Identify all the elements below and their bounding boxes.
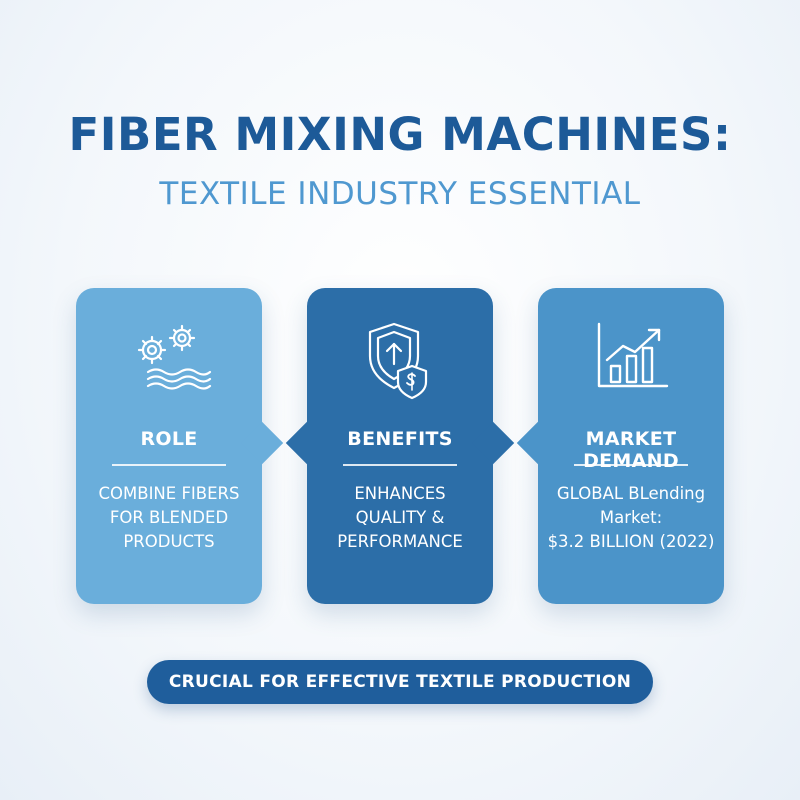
- benefits-card: BENEFITS ENHANCES QUALITY & PERFORMANCE: [285, 288, 515, 604]
- page-title: FIBER MIXING MACHINES:: [68, 108, 732, 161]
- summary-banner: CRUCIAL FOR EFFECTIVE TEXTILE PRODUCTION: [147, 660, 653, 704]
- role-card: ROLE COMBINE FIBERS FOR BLENDED PRODUCTS: [76, 288, 284, 604]
- growth-chart-icon: [591, 318, 671, 397]
- market-line: $3.2 BILLION (2022): [547, 532, 715, 551]
- market-demand-card: MARKET DEMAND GLOBAL BLending Market: $3…: [516, 288, 724, 604]
- benefits-title: BENEFITS: [347, 428, 453, 450]
- divider: [343, 464, 457, 466]
- role-line: FOR BLENDED: [109, 508, 229, 527]
- benefits-line: ENHANCES: [354, 484, 446, 503]
- benefits-description: ENHANCES QUALITY & PERFORMANCE: [315, 482, 485, 554]
- divider: [112, 464, 226, 466]
- shield-dollar-icon: [360, 318, 440, 405]
- benefits-line: QUALITY &: [355, 508, 445, 527]
- role-title: ROLE: [140, 428, 198, 450]
- gears-icon: [124, 318, 214, 403]
- market-line: Market:: [599, 508, 663, 527]
- divider: [574, 464, 688, 466]
- benefits-line: PERFORMANCE: [337, 532, 463, 551]
- market-demand-description: GLOBAL BLending Market: $3.2 BILLION (20…: [546, 482, 716, 554]
- market-line: GLOBAL BLending: [556, 484, 706, 503]
- market-demand-title: MARKET DEMAND: [583, 428, 679, 472]
- role-line: COMBINE FIBERS: [98, 484, 240, 503]
- page-subtitle: TEXTILE INDUSTRY ESSENTIAL: [159, 176, 641, 212]
- role-line: PRODUCTS: [123, 532, 215, 551]
- role-description: COMBINE FIBERS FOR BLENDED PRODUCTS: [84, 482, 254, 554]
